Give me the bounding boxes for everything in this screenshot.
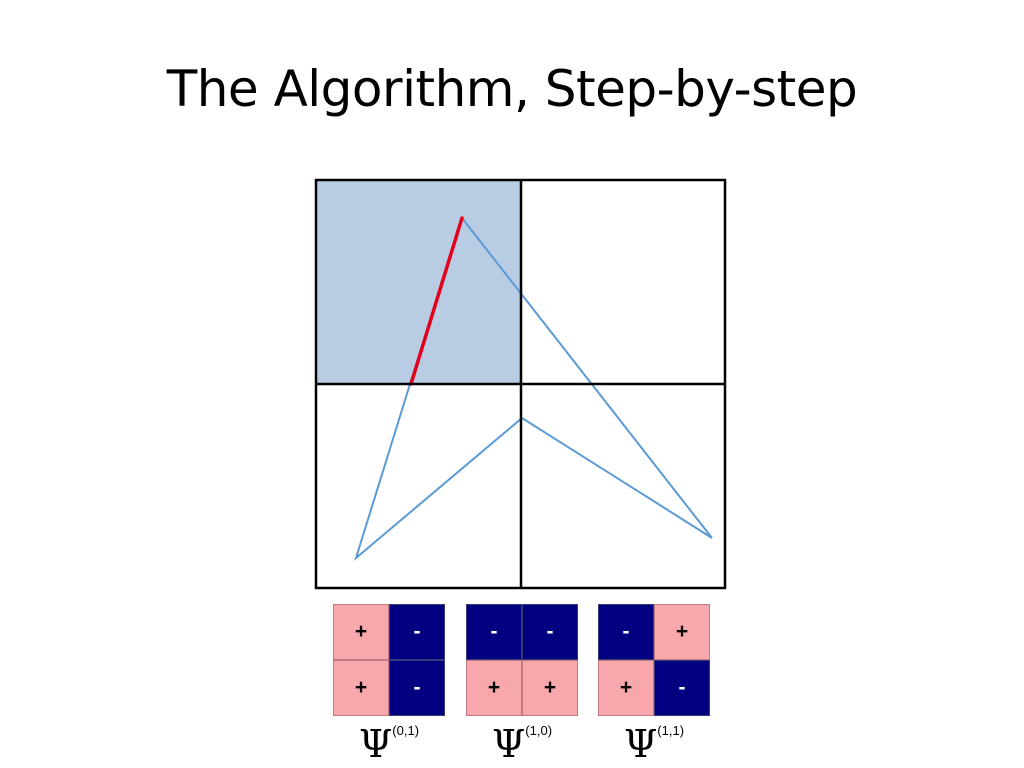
wavelet-grid-1-0: - - + + xyxy=(466,604,578,716)
active-edge xyxy=(409,216,464,386)
wavelet-cell: + xyxy=(333,604,389,660)
wavelet-grid-0-1: + - + - xyxy=(333,604,445,716)
wavelet-cell: + xyxy=(522,660,578,716)
wavelet-cell: + xyxy=(654,604,710,660)
psi-symbol: Ψ xyxy=(491,722,526,766)
wavelet-label-0-1: Ψ(0,1) xyxy=(333,722,445,766)
wavelet-cell: - xyxy=(522,604,578,660)
highlighted-quadrant xyxy=(316,180,521,384)
wavelet-cell: - xyxy=(598,604,654,660)
wavelet-cell: - xyxy=(466,604,522,660)
wavelet-index: (0,1) xyxy=(392,723,420,738)
wavelet-cell: - xyxy=(654,660,710,716)
wavelet-index: (1,0) xyxy=(525,723,553,738)
wavelet-cell: - xyxy=(389,660,445,716)
wavelet-cell: + xyxy=(598,660,654,716)
psi-symbol: Ψ xyxy=(623,722,658,766)
wavelet-cell: - xyxy=(389,604,445,660)
wavelet-index: (1,1) xyxy=(657,723,685,738)
wavelet-grid-1-1: - + + - xyxy=(598,604,710,716)
psi-symbol: Ψ xyxy=(358,722,393,766)
wavelet-label-1-0: Ψ(1,0) xyxy=(466,722,578,766)
slide-title: The Algorithm, Step-by-step xyxy=(166,60,858,118)
wavelet-label-1-1: Ψ(1,1) xyxy=(598,722,710,766)
wavelet-cell: + xyxy=(466,660,522,716)
wavelet-cell: + xyxy=(333,660,389,716)
